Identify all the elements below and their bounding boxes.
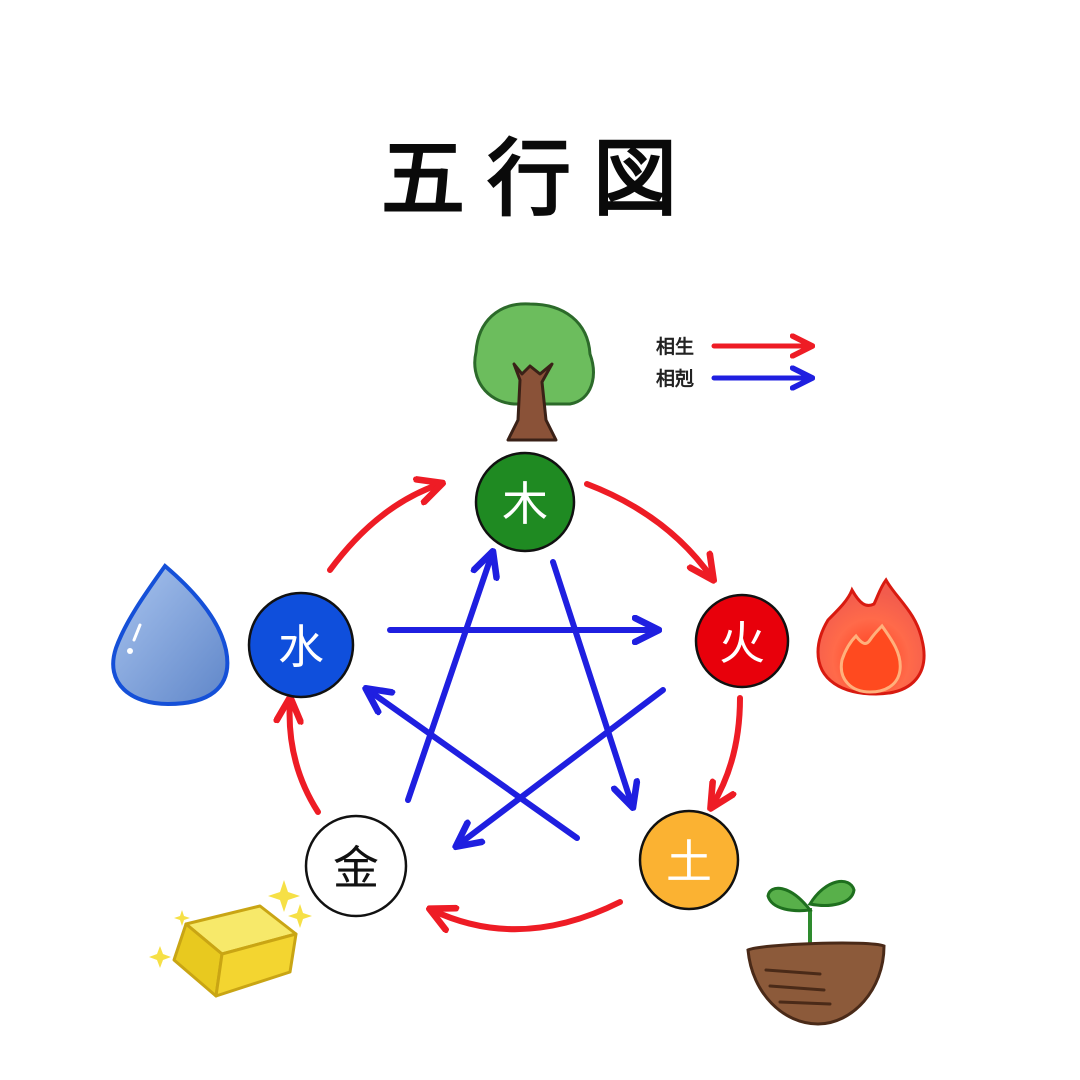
generating-cycle [290,481,743,929]
arrow-wood-to-fire [584,481,712,578]
node-metal: 金 [304,814,408,918]
legend-overcoming-label: 相剋 [656,368,694,390]
wood-circle [474,451,576,553]
tree-icon [473,302,595,442]
gold-bar-icon [149,880,312,998]
sprout-pot-icon [746,880,886,1026]
water-drop-icon [111,563,230,707]
fire-label: 火 [719,616,765,670]
legend: 相生 相剋 [656,335,810,390]
page-title: 五行図 [380,129,699,228]
water-circle [247,591,355,699]
arrow-fire-to-metal [368,690,580,841]
arrow-earth-to-metal [432,899,623,929]
overcoming-star [368,554,666,845]
arrow-water-to-wood [327,484,440,573]
metal-circle [304,814,408,918]
arrow-fire-to-earth [712,695,743,806]
earth-circle [638,809,740,911]
wood-label: 木 [502,477,548,531]
node-earth: 土 [638,809,740,911]
node-fire: 火 [694,593,790,689]
fire-circle [694,593,790,689]
arrow-wood-to-earth [550,559,632,805]
legend-generating-label: 相生 [656,335,694,358]
arrow-earth-to-water-overcome [458,687,666,845]
node-water: 水 [247,591,355,699]
water-label: 水 [278,620,324,674]
flame-icon [816,577,926,696]
earth-label: 土 [666,835,712,889]
arrow-metal-to-wood [405,554,492,803]
node-wood: 木 [474,451,576,553]
metal-label: 金 [333,841,379,895]
arrow-metal-to-water [290,700,321,815]
